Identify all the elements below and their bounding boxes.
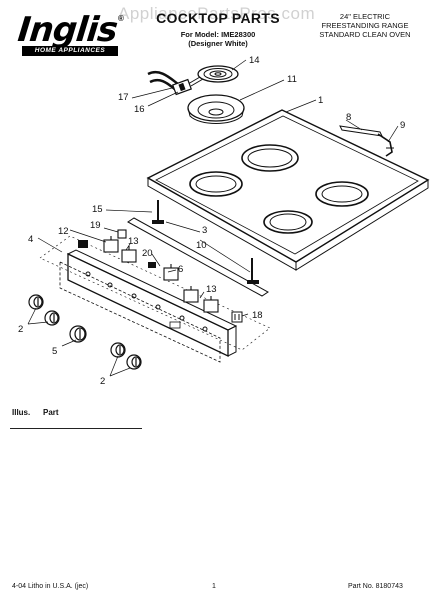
model-number: For Model: IME28300: [180, 30, 256, 39]
knob: [44, 310, 60, 326]
drip-bowl: [187, 94, 245, 124]
knob: [110, 342, 126, 358]
range-desc-line-1: 24" ELECTRIC: [339, 12, 391, 21]
watermark: AppliancePartsPros.com: [118, 4, 316, 23]
callout-15: 15: [92, 204, 103, 215]
callout-6: 6: [178, 264, 183, 275]
page-title: COCKTOP PARTS: [156, 10, 280, 26]
column-header-part: Part: [43, 408, 59, 417]
knob: [126, 354, 142, 370]
callout-13: 13: [128, 236, 139, 247]
cooktop-panel: [146, 109, 430, 271]
registered-mark: ®: [118, 14, 124, 23]
callout-4: 4: [28, 234, 33, 245]
knob: [28, 294, 44, 310]
callout-3: 3: [202, 225, 207, 236]
control-knobs: [28, 294, 142, 370]
model-info: For Model: IME28300 (Designer White): [148, 30, 288, 48]
control-bracket: [127, 200, 269, 297]
brand-tagline: HOME APPLIANCES: [22, 46, 118, 56]
range-desc-line-3: STANDARD CLEAN OVEN: [319, 30, 411, 39]
range-description: 24" ELECTRIC FREESTANDING RANGE STANDARD…: [300, 12, 430, 39]
model-variant: (Designer White): [188, 39, 248, 48]
page-number: 1: [212, 583, 216, 590]
range-desc-line-2: FREESTANDING RANGE: [321, 21, 409, 30]
leader-lines: [27, 59, 399, 377]
callout-19: 19: [90, 220, 101, 231]
document-part-number: Part No. 8180743: [348, 583, 403, 590]
print-info: 4-04 Litho in U.S.A. (jec): [12, 583, 89, 590]
control-console: [39, 235, 271, 363]
callout-16: 16: [134, 104, 145, 115]
callout-2b: 2: [100, 376, 105, 387]
callout-20: 20: [142, 248, 153, 259]
callout-10: 10: [196, 240, 207, 251]
callout-14: 14: [249, 55, 260, 66]
callout-1: 1: [318, 95, 323, 106]
table-divider: [10, 428, 142, 429]
callout-17: 17: [118, 92, 129, 103]
callout-12: 12: [58, 226, 69, 237]
infinite-switches: [78, 229, 219, 313]
callout-5: 5: [52, 346, 57, 357]
element-receptacle: [147, 70, 192, 96]
callout-labels: 14 11 17 16 1 8 9 15 3 19 12 10 4 13 20 …: [18, 55, 405, 387]
callout-8: 8: [346, 112, 351, 123]
callout-13b: 13: [206, 284, 217, 295]
surface-element: [187, 65, 239, 87]
indicator-light: [231, 311, 243, 323]
callout-18: 18: [252, 310, 263, 321]
brand-logo: Inglis ® HOME APPLIANCES: [12, 8, 130, 58]
knob: [69, 325, 87, 343]
cooktop-hinge: [339, 125, 394, 157]
callout-9: 9: [400, 120, 405, 131]
callout-2: 2: [18, 324, 23, 335]
callout-11: 11: [287, 74, 297, 85]
column-header-illus: Illus.: [12, 408, 31, 417]
